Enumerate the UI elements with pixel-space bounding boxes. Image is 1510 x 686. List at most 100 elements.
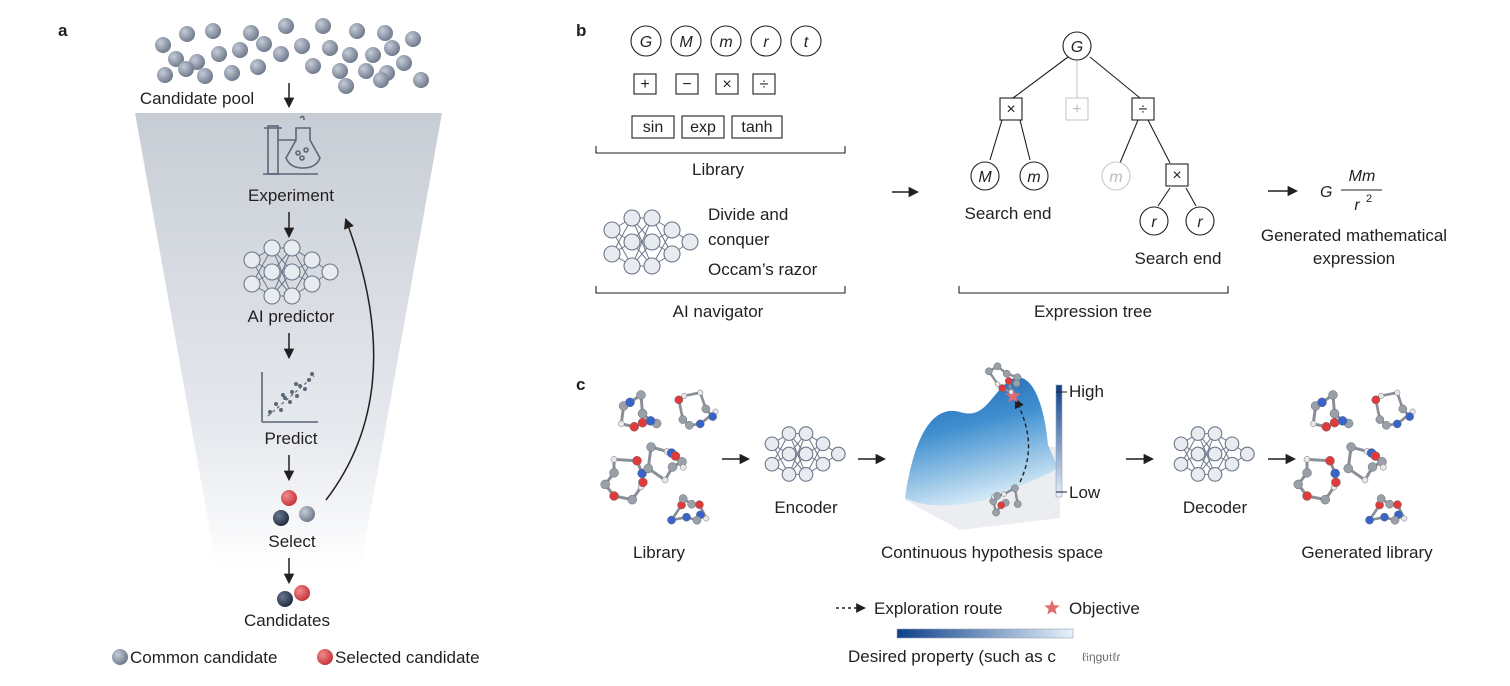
op-plus: + (640, 76, 649, 93)
expr-G: G (1320, 184, 1332, 201)
variables-row: G M m r t (630, 25, 822, 57)
space-molecules (985, 362, 1022, 517)
mol-atom (692, 515, 702, 525)
mol-atom (1405, 412, 1414, 421)
pool-ball (178, 61, 194, 77)
nn-node (603, 221, 621, 239)
tree-op-sub: × (1172, 167, 1181, 184)
pool-ball (338, 78, 354, 94)
encoder-network-icon (764, 426, 846, 482)
panel-c-letter: c (576, 375, 585, 394)
mol-atom (600, 479, 610, 490)
mol-atom (638, 477, 648, 488)
mol-atom (1378, 392, 1385, 399)
tree-leaf-M: M (978, 169, 992, 186)
mol-atom (1310, 420, 1317, 428)
var-circle (630, 25, 662, 57)
mol-atom (1401, 515, 1408, 522)
library-bracket (595, 146, 846, 154)
colorbar-low-label: Low (1069, 483, 1101, 502)
mol-atom (1013, 500, 1022, 508)
nn-node (263, 287, 281, 305)
nn-node (798, 467, 814, 482)
mol-atom (992, 508, 1000, 517)
mol-atom (646, 442, 656, 452)
scatter-dot (303, 387, 307, 391)
scatter-dot (294, 382, 298, 386)
pool-ball (413, 72, 429, 88)
mol-atom (645, 416, 656, 426)
ai-predictor-label: AI predictor (248, 307, 335, 326)
var-G: G (640, 34, 652, 51)
mol-atom (703, 515, 710, 522)
mol-atom (618, 420, 625, 428)
hypothesis-surface (905, 377, 1060, 530)
tree-leaf-m-grey: m (1109, 169, 1122, 186)
mol-atom (685, 420, 694, 430)
nn-node (303, 275, 321, 293)
scatter-dot (283, 396, 287, 400)
expr-denominator: r (1354, 197, 1360, 214)
mol-atom (1394, 389, 1401, 396)
panel-a-letter: a (58, 21, 68, 40)
scatter-dot (268, 410, 272, 414)
desired-property-colorbar (896, 628, 1074, 639)
mol-atom (1302, 491, 1312, 501)
mol-atom (670, 451, 681, 461)
pool-ball (322, 40, 338, 56)
pool-ball (373, 72, 389, 88)
candidate-pool-label: Candidate pool (140, 89, 254, 108)
tree-root-node (1062, 31, 1092, 61)
nn-node (1207, 426, 1223, 441)
legend-objective-label: Objective (1069, 599, 1140, 618)
mol-atom (678, 415, 688, 424)
nn-node (643, 257, 661, 275)
tree-leaf-m: m (1027, 169, 1040, 186)
legend-objective-star (1044, 600, 1060, 615)
mol-atom (695, 500, 704, 509)
mol-atom (682, 512, 691, 522)
nn-edge (631, 217, 653, 267)
mol-atom (610, 456, 618, 463)
legend-common-ball (112, 649, 128, 665)
scatter-dot (274, 402, 278, 406)
nn-node (1239, 446, 1255, 462)
legend-selected-label: Selected candidate (335, 648, 480, 667)
mol-atom (1001, 491, 1007, 497)
mol-atom (1385, 499, 1394, 509)
mol-atom (1325, 456, 1335, 466)
tree-leaf-m-grey-node (1101, 161, 1131, 191)
pool-ball (315, 18, 331, 34)
var-t: t (804, 34, 809, 51)
library-molecules (600, 389, 719, 525)
scatter-dot (281, 393, 285, 397)
tree-leaf-m-node (1019, 161, 1049, 191)
mol-atom (695, 419, 705, 429)
desired-property-watermark: ℓ𝔦ηgυ𝔱ℓɾ (1082, 650, 1120, 664)
pool-ball (396, 55, 412, 71)
generated-library-label: Generated library (1301, 543, 1433, 562)
var-circle (710, 25, 742, 57)
mol-atom (1361, 476, 1369, 484)
nn-node (781, 467, 797, 482)
nn-node (1207, 467, 1223, 482)
mol-atom (697, 389, 704, 396)
mol-atom (1346, 442, 1356, 452)
nn-node (681, 233, 699, 251)
pool-ball (342, 47, 358, 63)
feedback-arrow (325, 218, 375, 501)
op-divide: ÷ (760, 76, 769, 93)
pool-ball (232, 42, 248, 58)
mol-atom (1321, 422, 1332, 432)
search-end-label-2: Search end (1135, 249, 1222, 268)
tree-leaf-r2: r (1197, 214, 1203, 231)
scatter-dot (310, 372, 314, 376)
nn-node (283, 263, 301, 281)
pool-ball (405, 31, 421, 47)
colorbar-high-label: High (1069, 382, 1104, 401)
mol-atom (1371, 395, 1381, 405)
generated-expression-label-2: expression (1313, 249, 1395, 268)
nn-node (1173, 456, 1189, 472)
var-circle (750, 25, 782, 57)
